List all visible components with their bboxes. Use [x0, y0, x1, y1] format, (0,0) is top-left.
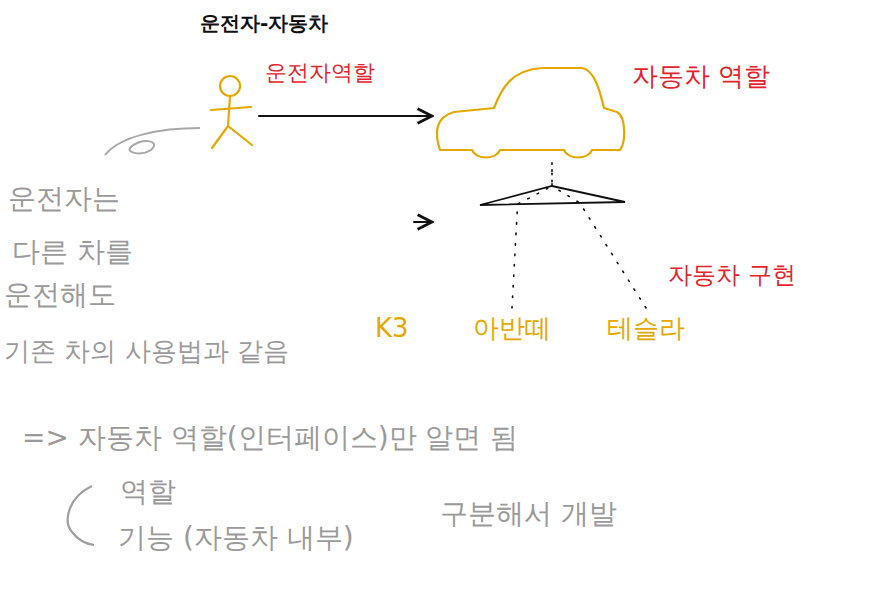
stick-figure [205, 60, 257, 152]
implementation-node: 테슬라 [604, 312, 688, 346]
bracket [68, 486, 94, 545]
role-label: 운전자역할 [265, 60, 375, 85]
note-text: 구분해서 개발 [440, 498, 617, 530]
connector [414, 221, 432, 223]
conclusion-text: => 자동차 역할(인터페이스)만 알면 됨 [22, 422, 518, 454]
role-label: 자동차 역할 [632, 62, 770, 92]
implementation-name: 아반떼 [470, 312, 554, 346]
note-text: 운전해도 [4, 279, 116, 311]
note-text: 기존 차의 사용법과 같음 [4, 337, 289, 367]
implementation-label: 자동차 구현 [668, 262, 796, 290]
note-text: 다른 차를 [12, 236, 133, 268]
implementation-name: K3 [372, 312, 412, 346]
implementation-name: 테슬라 [604, 312, 688, 346]
note-text: 기능 (자동차 내부) [118, 522, 354, 554]
connector [552, 162, 646, 308]
car-outline [432, 62, 628, 162]
driver-figure: 운전자역할 [205, 60, 257, 152]
diagram-title: 운전자-자동차 [200, 12, 328, 35]
implementation-node: K3 [372, 312, 412, 346]
note-text: 역할 [120, 476, 176, 508]
connector [512, 162, 552, 308]
implementation-node: 아반떼 [470, 312, 554, 346]
scribble-curve [105, 128, 200, 155]
note-text: 운전자는 [8, 183, 120, 215]
generalization-triangle [480, 186, 625, 205]
car-shape: 자동차 역할 [432, 62, 628, 162]
connector [259, 115, 432, 117]
